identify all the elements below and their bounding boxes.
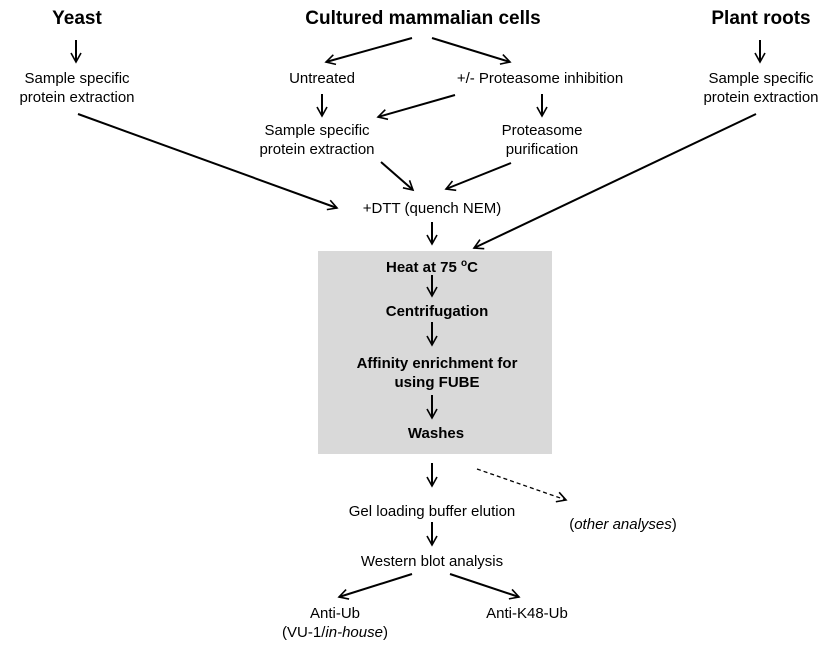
heat-degree: o	[461, 258, 468, 269]
arrow-extraction-to-dtt	[380, 161, 415, 192]
arrow-western-to-anti-k48	[449, 573, 521, 600]
purification-line1: Proteasome	[501, 122, 583, 139]
mammalian-extraction-line1: Sample specific	[264, 122, 370, 139]
heat-unit: C	[467, 259, 478, 276]
mammalian-untreated: Untreated	[289, 70, 355, 87]
arrow-inhibition-to-extraction	[376, 94, 456, 121]
anti-ub-sub: (VU-1/in-house)	[282, 623, 388, 642]
proteasome-purification: Proteasome purification	[502, 121, 583, 159]
arrow-mammalian-right	[431, 37, 512, 65]
western-blot: Western blot analysis	[360, 553, 504, 570]
gel-elution: Gel loading buffer elution	[348, 503, 516, 520]
arrow-plant-to-box	[472, 113, 757, 250]
antibody-anti-ub: Anti-Ub (VU-1/in-house)	[282, 604, 388, 642]
plant-extraction-line1: Sample specific	[708, 70, 814, 87]
anti-ub-sub-suffix: )	[382, 624, 388, 641]
affinity-line2: using FUBE	[394, 374, 480, 391]
arrow-mammalian-left	[324, 37, 413, 66]
other-analyses: (other analyses)	[569, 515, 677, 534]
arrow-western-to-anti-ub	[337, 573, 413, 600]
anti-ub-sub-italic: in-house	[325, 624, 383, 641]
source-mammalian: Cultured mammalian cells	[305, 8, 541, 29]
source-yeast: Yeast	[52, 8, 102, 29]
arrow-to-other-analyses	[476, 468, 568, 503]
yeast-extraction: Sample specific protein extraction	[19, 69, 134, 107]
source-plant: Plant roots	[711, 8, 811, 29]
other-close: )	[671, 516, 677, 533]
other-italic: other analyses	[574, 516, 672, 533]
mammalian-extraction-line2: protein extraction	[259, 141, 375, 158]
antibody-anti-k48: Anti-K48-Ub	[486, 605, 568, 622]
processing-box	[318, 251, 552, 454]
arrow-purification-to-dtt	[444, 162, 512, 192]
step-heat: Heat at 75 oC	[386, 254, 478, 277]
yeast-extraction-line1: Sample specific	[24, 70, 130, 87]
step-washes: Washes	[407, 425, 465, 442]
yeast-extraction-line2: protein extraction	[19, 89, 135, 106]
step-affinity: Affinity enrichment for using FUBE	[357, 354, 518, 392]
mammalian-inhibition: +/- Proteasome inhibition	[456, 70, 624, 87]
anti-ub-label: Anti-Ub	[309, 605, 361, 622]
other-open: (	[569, 516, 575, 533]
anti-ub-sub-prefix: (VU-1/	[282, 624, 326, 641]
plant-extraction-line2: protein extraction	[703, 89, 819, 106]
step-centrifugation: Centrifugation	[385, 303, 489, 320]
mammalian-extraction: Sample specific protein extraction	[259, 121, 374, 159]
dtt-step: +DTT (quench NEM)	[362, 200, 502, 217]
arrow-yeast-to-dtt	[77, 113, 339, 211]
plant-extraction: Sample specific protein extraction	[703, 69, 818, 107]
heat-text: Heat at 75	[386, 259, 462, 276]
affinity-line1: Affinity enrichment for	[356, 355, 518, 372]
purification-line2: purification	[505, 141, 579, 158]
